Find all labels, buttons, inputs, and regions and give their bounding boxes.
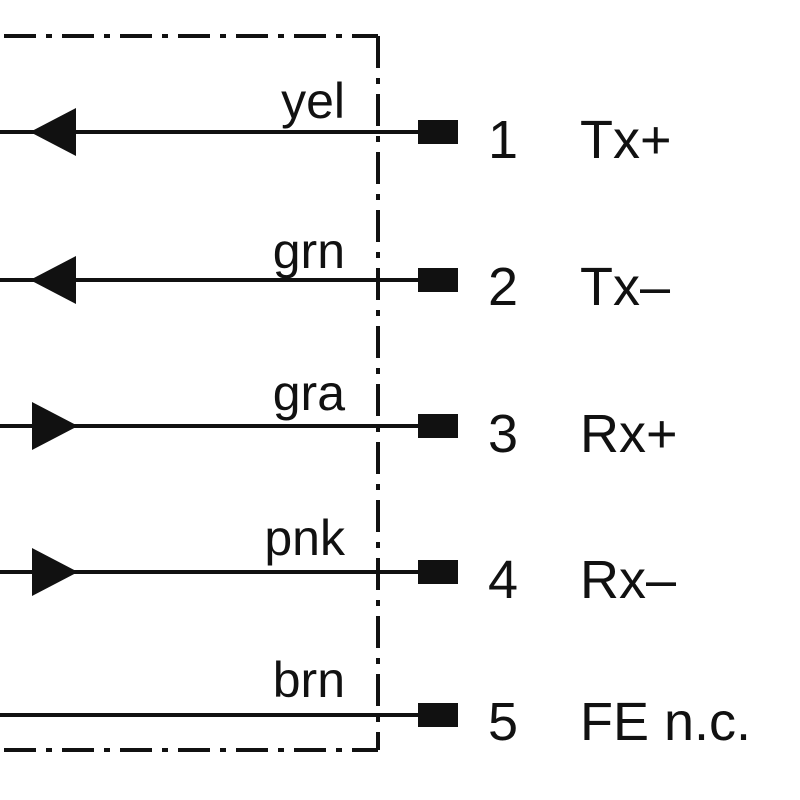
connector-pad	[418, 703, 458, 727]
wire-color-label: yel	[281, 73, 345, 129]
connector-pad	[418, 414, 458, 438]
pin-row-5: brn 5 FE n.c.	[0, 652, 751, 752]
pin-number: 5	[488, 692, 518, 752]
arrow-left-icon	[30, 108, 76, 156]
arrow-right-icon	[32, 548, 78, 596]
signal-label: FE n.c.	[580, 692, 751, 752]
signal-label: Rx+	[580, 404, 678, 464]
pin-number: 2	[488, 257, 518, 317]
enclosure-frame	[4, 34, 380, 752]
pin-row-2: grn 2 Tx–	[0, 223, 670, 317]
wire-color-label: grn	[273, 223, 345, 279]
arrow-right-icon	[32, 402, 78, 450]
pin-row-1: yel 1 Tx+	[0, 73, 672, 170]
connector-pad	[418, 268, 458, 292]
pin-number: 4	[488, 550, 518, 610]
pin-row-4: pnk 4 Rx–	[0, 510, 676, 610]
wire-color-label: pnk	[264, 510, 346, 566]
connector-pad	[418, 120, 458, 144]
pin-number: 1	[488, 110, 518, 170]
wire-color-label: gra	[273, 365, 345, 421]
signal-label: Rx–	[580, 550, 676, 610]
pin-row-3: gra 3 Rx+	[0, 365, 678, 464]
connector-pad	[418, 560, 458, 584]
arrow-left-icon	[30, 256, 76, 304]
pin-number: 3	[488, 404, 518, 464]
signal-label: Tx+	[580, 110, 672, 170]
wire-color-label: brn	[273, 652, 345, 708]
signal-label: Tx–	[580, 257, 670, 317]
